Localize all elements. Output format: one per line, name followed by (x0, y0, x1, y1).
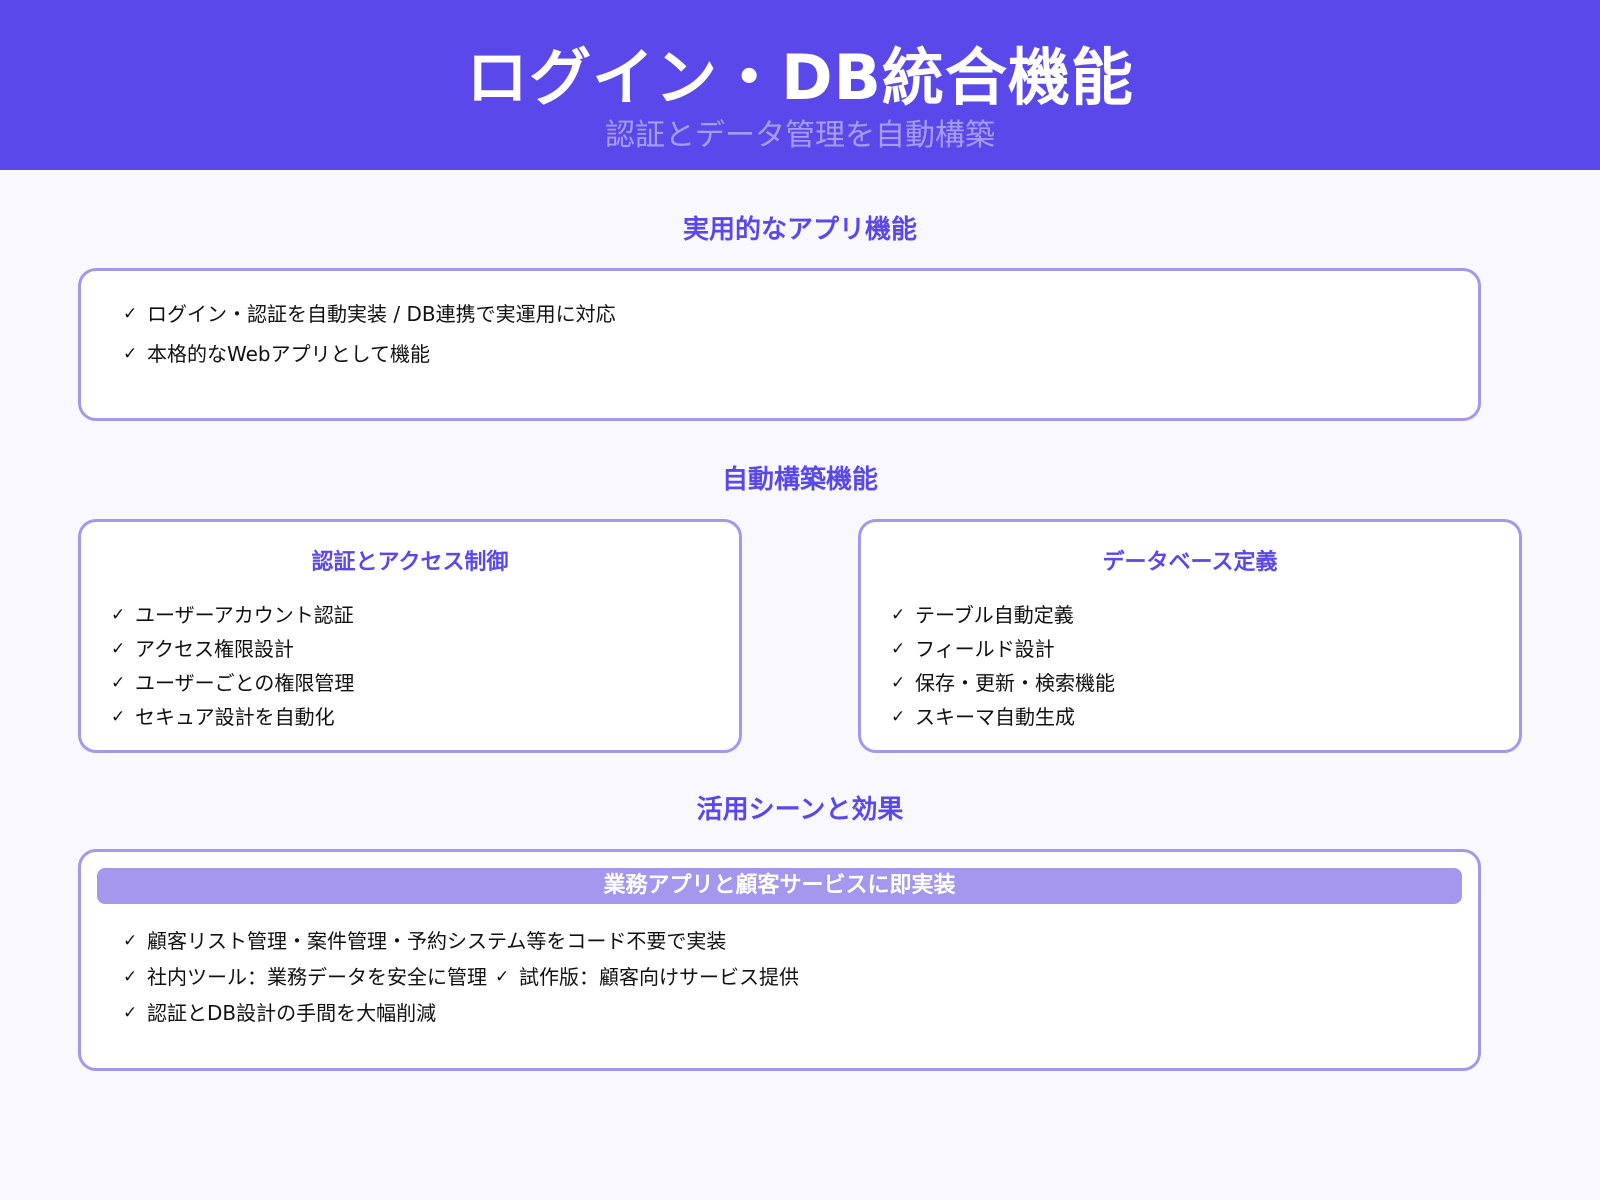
list-item: ✓セキュア設計を自動化 (111, 700, 354, 734)
page-title: ログイン・DB統合機能 (466, 41, 1134, 114)
check-icon: ✓ (123, 344, 138, 364)
list-item: ✓テーブル自動定義 (891, 598, 1115, 632)
usage-list: ✓顧客リスト管理・案件管理・予約システム等をコード不要で実装 ✓社内ツール：業務… (123, 924, 799, 1030)
practical-card: ✓ログイン・認証を自動実装 / DB連携で実運用に対応 ✓本格的なWebアプリと… (78, 268, 1481, 421)
check-icon: ✓ (891, 639, 906, 659)
page-subtitle: 認証とデータ管理を自動構築 (605, 118, 995, 153)
check-icon: ✓ (123, 967, 138, 987)
list-item: ✓アクセス権限設計 (111, 632, 354, 666)
check-icon: ✓ (891, 673, 906, 693)
section-title-practical: 実用的なアプリ機能 (682, 215, 917, 245)
auth-card: 認証とアクセス制御 ✓ユーザーアカウント認証 ✓アクセス権限設計 ✓ユーザーごと… (78, 519, 742, 753)
check-icon: ✓ (495, 967, 510, 987)
check-icon: ✓ (111, 673, 126, 693)
auth-list: ✓ユーザーアカウント認証 ✓アクセス権限設計 ✓ユーザーごとの権限管理 ✓セキュ… (111, 598, 354, 734)
section-title-auto-build: 自動構築機能 (721, 465, 878, 495)
header: ログイン・DB統合機能 認証とデータ管理を自動構築 (0, 0, 1600, 170)
check-icon: ✓ (111, 605, 126, 625)
usage-banner: 業務アプリと顧客サービスに即実装 (97, 868, 1462, 904)
practical-list: ✓ログイン・認証を自動実装 / DB連携で実運用に対応 ✓本格的なWebアプリと… (123, 297, 616, 371)
list-item: ✓本格的なWebアプリとして機能 (123, 337, 616, 371)
check-icon: ✓ (891, 707, 906, 727)
check-icon: ✓ (123, 304, 138, 324)
check-icon: ✓ (123, 1003, 138, 1023)
list-item: ✓フィールド設計 (891, 632, 1115, 666)
check-icon: ✓ (111, 707, 126, 727)
auth-card-title: 認証とアクセス制御 (311, 550, 509, 575)
list-item: ✓ユーザーアカウント認証 (111, 598, 354, 632)
check-icon: ✓ (111, 639, 126, 659)
usage-card: 業務アプリと顧客サービスに即実装 ✓顧客リスト管理・案件管理・予約システム等をコ… (78, 849, 1481, 1071)
list-item: ✓保存・更新・検索機能 (891, 666, 1115, 700)
list-item: ✓顧客リスト管理・案件管理・予約システム等をコード不要で実装 (123, 924, 799, 958)
check-icon: ✓ (123, 931, 138, 951)
list-item: ✓認証とDB設計の手間を大幅削減 (123, 996, 799, 1030)
database-list: ✓テーブル自動定義 ✓フィールド設計 ✓保存・更新・検索機能 ✓スキーマ自動生成 (891, 598, 1115, 734)
database-card-title: データベース定義 (1102, 550, 1278, 575)
list-item: ✓スキーマ自動生成 (891, 700, 1115, 734)
section-title-usage: 活用シーンと効果 (696, 795, 904, 825)
database-card: データベース定義 ✓テーブル自動定義 ✓フィールド設計 ✓保存・更新・検索機能 … (858, 519, 1522, 753)
list-item: ✓ログイン・認証を自動実装 / DB連携で実運用に対応 (123, 297, 616, 331)
list-item: ✓社内ツール：業務データを安全に管理 ✓試作版：顧客向けサービス提供 (123, 960, 799, 994)
check-icon: ✓ (891, 605, 906, 625)
list-item: ✓ユーザーごとの権限管理 (111, 666, 354, 700)
